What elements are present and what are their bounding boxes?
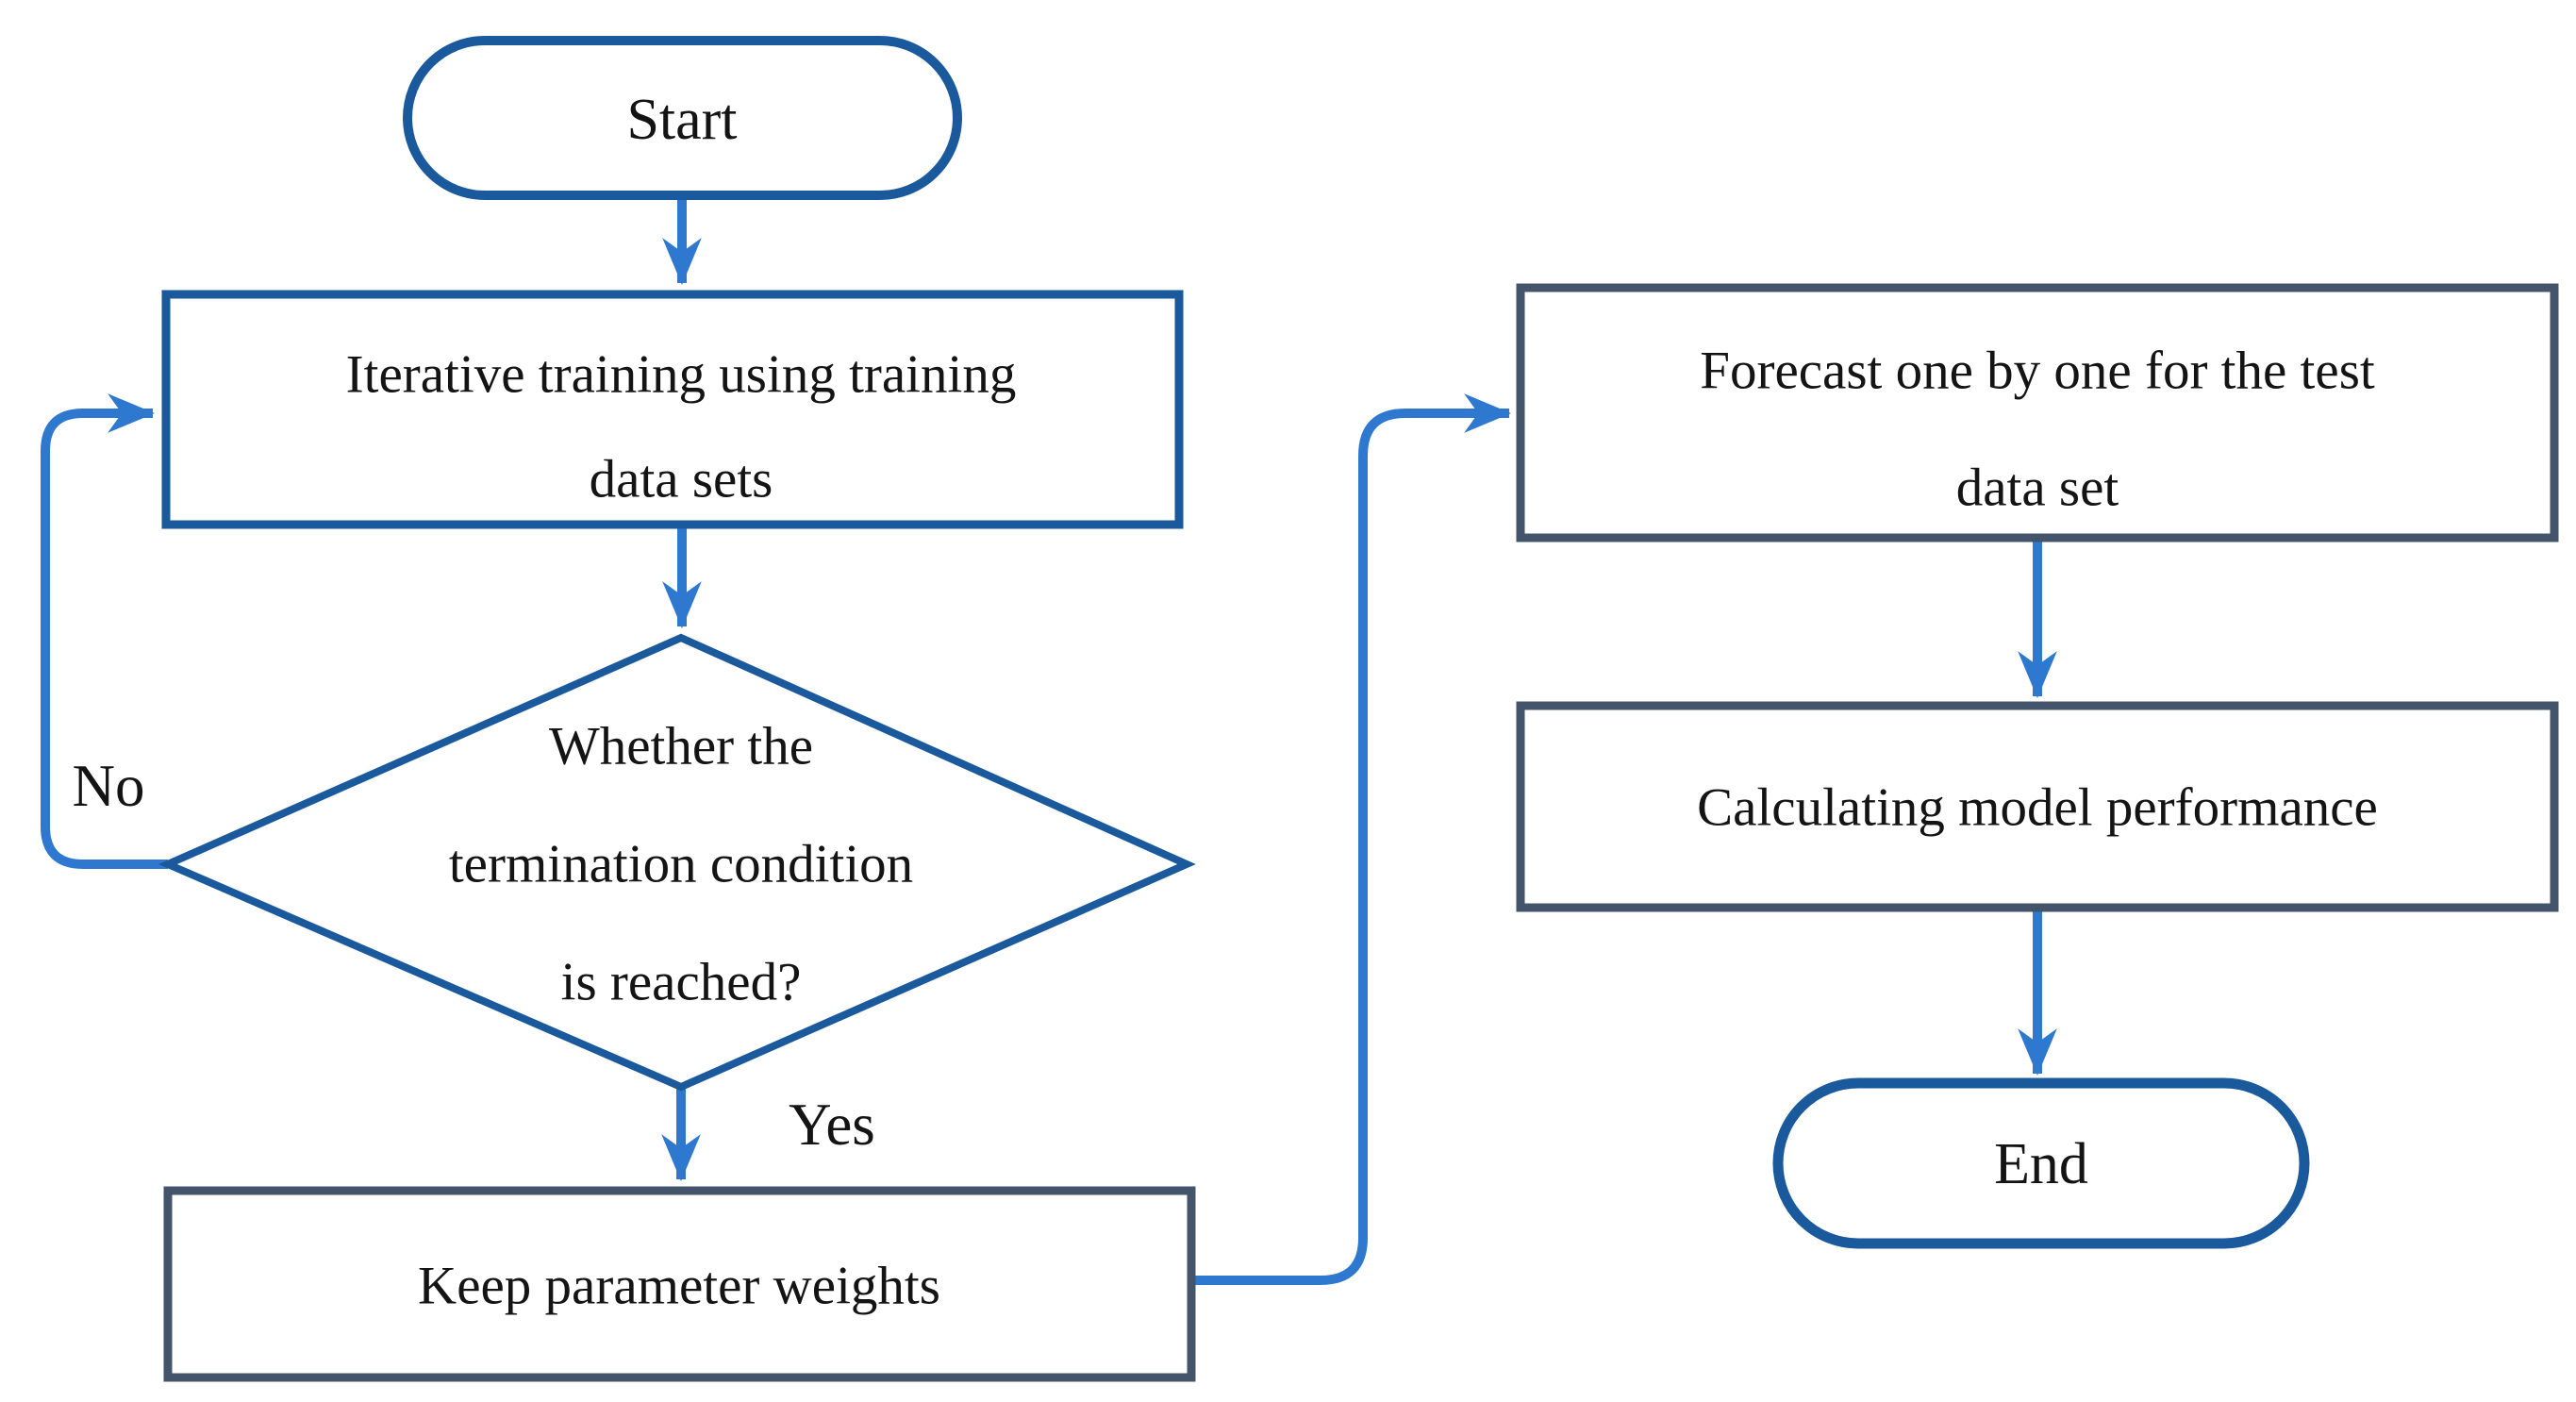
node-keep-weights — [163, 1186, 1196, 1382]
node-end-label: End — [1994, 1132, 2088, 1196]
node-calc-performance-label: Calculating model performance — [1697, 778, 2378, 838]
node-iterative-training-line1: Iterative training using training — [346, 345, 1017, 405]
node-start-label: Start — [626, 88, 737, 152]
node-start — [403, 36, 962, 200]
node-forecast — [1516, 283, 2559, 542]
node-iterative-training — [161, 290, 1184, 529]
node-forecast-line2: data set — [1956, 459, 2119, 518]
node-keep-weights-label: Keep parameter weights — [418, 1257, 940, 1316]
node-calc-performance — [1516, 701, 2559, 912]
node-termination-decision-line3: is reached? — [561, 953, 802, 1012]
node-end — [1772, 1077, 2310, 1249]
edge-label-yes: Yes — [789, 1092, 875, 1158]
node-termination-decision — [158, 633, 1196, 1092]
edge-label-no: No — [73, 753, 145, 819]
node-iterative-training-line2: data sets — [590, 450, 773, 509]
node-forecast-line1: Forecast one by one for the test — [1700, 342, 2375, 401]
edge-keep-to-forecast — [1191, 393, 1512, 1285]
node-termination-decision-line2: termination condition — [449, 835, 913, 894]
edge-decision-no-loop — [41, 393, 168, 869]
node-termination-decision-line1: Whether the — [549, 717, 813, 776]
